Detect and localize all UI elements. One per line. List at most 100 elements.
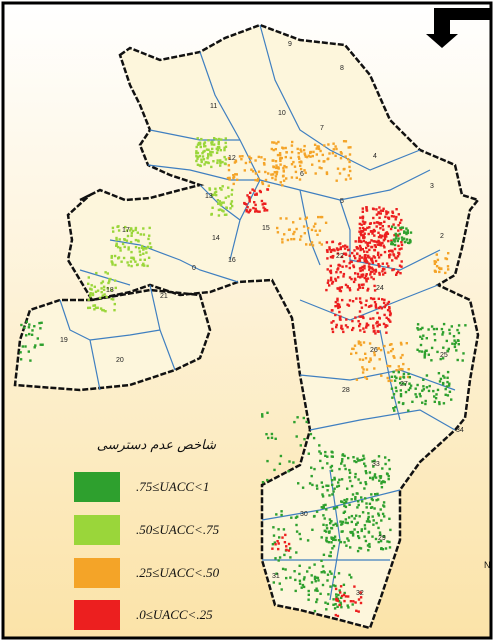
accessibility-dot: [435, 327, 438, 331]
accessibility-dot: [254, 203, 257, 207]
accessibility-dot: [340, 460, 344, 463]
accessibility-dot: [359, 596, 363, 599]
accessibility-dot: [319, 459, 322, 463]
accessibility-dot: [387, 225, 390, 228]
accessibility-dot: [392, 223, 395, 226]
accessibility-dot: [101, 294, 104, 297]
accessibility-dot: [263, 207, 267, 211]
accessibility-dot: [285, 166, 288, 169]
accessibility-dot: [309, 432, 313, 436]
accessibility-dot: [277, 547, 280, 551]
accessibility-dot: [373, 221, 376, 225]
legend-label: .75≤UACC<1: [136, 479, 210, 494]
accessibility-dot: [94, 306, 98, 310]
accessibility-dot: [355, 460, 358, 464]
accessibility-dot: [355, 609, 358, 612]
accessibility-dot: [327, 593, 330, 596]
district-label: 10: [278, 110, 286, 117]
accessibility-dot: [356, 521, 359, 524]
accessibility-dot: [346, 521, 349, 525]
accessibility-dot: [367, 515, 370, 519]
district-label: 9: [288, 41, 292, 48]
accessibility-dot: [225, 206, 228, 210]
accessibility-dot: [123, 245, 126, 249]
accessibility-dot: [373, 459, 376, 462]
accessibility-dot: [359, 329, 362, 332]
accessibility-dot: [320, 481, 323, 484]
accessibility-dot: [437, 372, 441, 375]
accessibility-dot: [349, 146, 352, 149]
accessibility-dot: [281, 567, 285, 571]
accessibility-dot: [390, 241, 393, 244]
accessibility-dot: [342, 260, 346, 263]
accessibility-dot: [125, 229, 129, 232]
accessibility-dot: [341, 520, 344, 524]
accessibility-dot: [374, 476, 378, 479]
accessibility-dot: [361, 371, 365, 374]
accessibility-dot: [373, 353, 376, 357]
accessibility-dot: [265, 433, 268, 436]
accessibility-dot: [329, 522, 332, 525]
accessibility-dot: [450, 398, 453, 401]
accessibility-dot: [372, 216, 375, 220]
accessibility-dot: [397, 237, 400, 240]
accessibility-dot: [331, 309, 334, 312]
accessibility-dot: [220, 201, 223, 204]
accessibility-dot: [407, 409, 410, 412]
district-label: 33: [372, 461, 380, 468]
accessibility-dot: [335, 247, 339, 250]
accessibility-dot: [340, 286, 343, 289]
accessibility-dot: [359, 591, 362, 594]
accessibility-dot: [365, 246, 368, 250]
accessibility-dot: [199, 145, 202, 149]
accessibility-dot: [334, 313, 337, 317]
accessibility-dot: [407, 388, 410, 392]
accessibility-dot: [282, 166, 285, 170]
accessibility-dot: [357, 610, 360, 613]
accessibility-dot: [362, 341, 366, 344]
accessibility-dot: [390, 225, 394, 228]
accessibility-dot: [285, 151, 288, 154]
accessibility-dot: [138, 247, 141, 250]
accessibility-dot: [378, 271, 381, 275]
accessibility-dot: [300, 586, 303, 589]
district-label: 34: [456, 427, 464, 434]
accessibility-dot: [367, 232, 370, 236]
accessibility-dot: [336, 597, 340, 600]
accessibility-dot: [365, 377, 369, 380]
accessibility-dot: [278, 462, 282, 465]
accessibility-dot: [216, 199, 220, 202]
accessibility-dot: [369, 305, 372, 308]
accessibility-dot: [312, 225, 316, 228]
accessibility-dot: [364, 539, 368, 543]
accessibility-dot: [266, 188, 270, 191]
accessibility-dot: [360, 315, 363, 318]
accessibility-dot: [359, 547, 363, 550]
accessibility-dot: [343, 464, 346, 467]
accessibility-dot: [339, 247, 342, 251]
district-label: 28: [342, 387, 350, 394]
accessibility-dot: [378, 273, 381, 276]
accessibility-dot: [392, 253, 395, 256]
accessibility-dot: [276, 231, 280, 234]
accessibility-dot: [447, 268, 450, 271]
accessibility-dot: [279, 454, 283, 458]
accessibility-dot: [334, 587, 338, 591]
accessibility-dot: [130, 234, 133, 237]
accessibility-dot: [261, 415, 264, 418]
accessibility-dot: [337, 276, 340, 279]
accessibility-dot: [291, 140, 294, 144]
accessibility-dot: [38, 321, 41, 325]
accessibility-dot: [325, 508, 328, 511]
accessibility-dot: [142, 233, 146, 236]
accessibility-dot: [390, 242, 393, 246]
accessibility-dot: [289, 576, 292, 579]
accessibility-dot: [360, 528, 363, 531]
accessibility-dot: [30, 333, 34, 336]
north-arrow-icon: [426, 8, 490, 48]
accessibility-dot: [363, 222, 366, 225]
accessibility-dot: [299, 444, 302, 447]
accessibility-dot: [228, 178, 231, 181]
accessibility-dot: [382, 535, 386, 538]
